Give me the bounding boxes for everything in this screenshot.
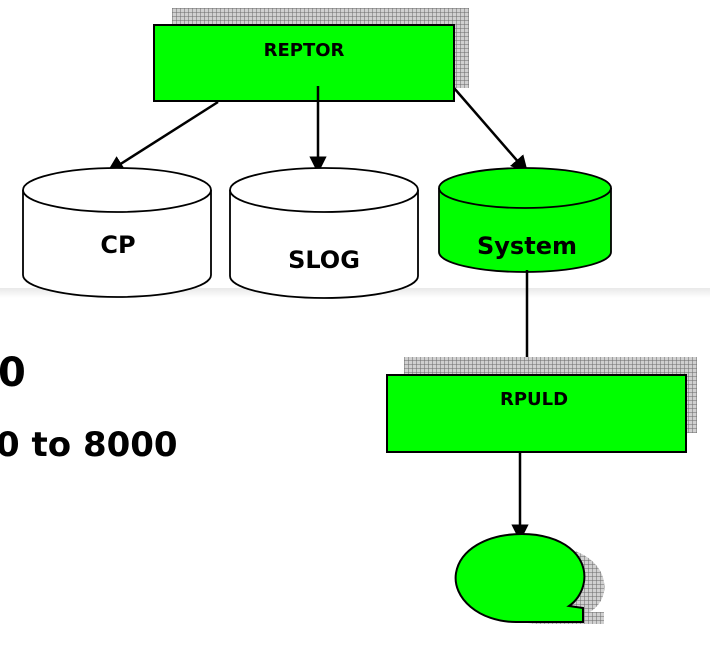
cp-label: CP: [100, 231, 135, 259]
reptor-box-fill: [153, 24, 455, 102]
cp-cylinder: CP: [22, 167, 212, 298]
slide-text-line-1: 0: [0, 350, 26, 396]
cp-cylinder-top: [22, 167, 212, 213]
system-cylinder-top: [438, 167, 612, 209]
rpuld-label: RPULD: [500, 389, 568, 410]
rpuld-box: RPULD: [386, 357, 697, 453]
rpuld-box-fill: [386, 374, 687, 453]
output-shape: [454, 532, 605, 624]
arrow-reptor-to-cp: [106, 100, 219, 174]
slog-cylinder-top: [229, 167, 419, 213]
cp-cylinder-body: [22, 190, 212, 298]
slide-text-line-2: 0 to 8000: [0, 425, 178, 465]
slog-cylinder: SLOG: [229, 167, 419, 299]
system-cylinder: System: [438, 167, 612, 273]
reptor-box: REPTOR: [153, 8, 469, 102]
system-cylinder-body: [438, 188, 612, 273]
arrow-reptor-to-system: [453, 87, 529, 174]
slog-label: SLOG: [288, 246, 360, 274]
slog-cylinder-body: [229, 190, 419, 299]
system-label: System: [477, 232, 577, 260]
reptor-label: REPTOR: [264, 40, 345, 61]
output-shape-body: [454, 532, 586, 623]
